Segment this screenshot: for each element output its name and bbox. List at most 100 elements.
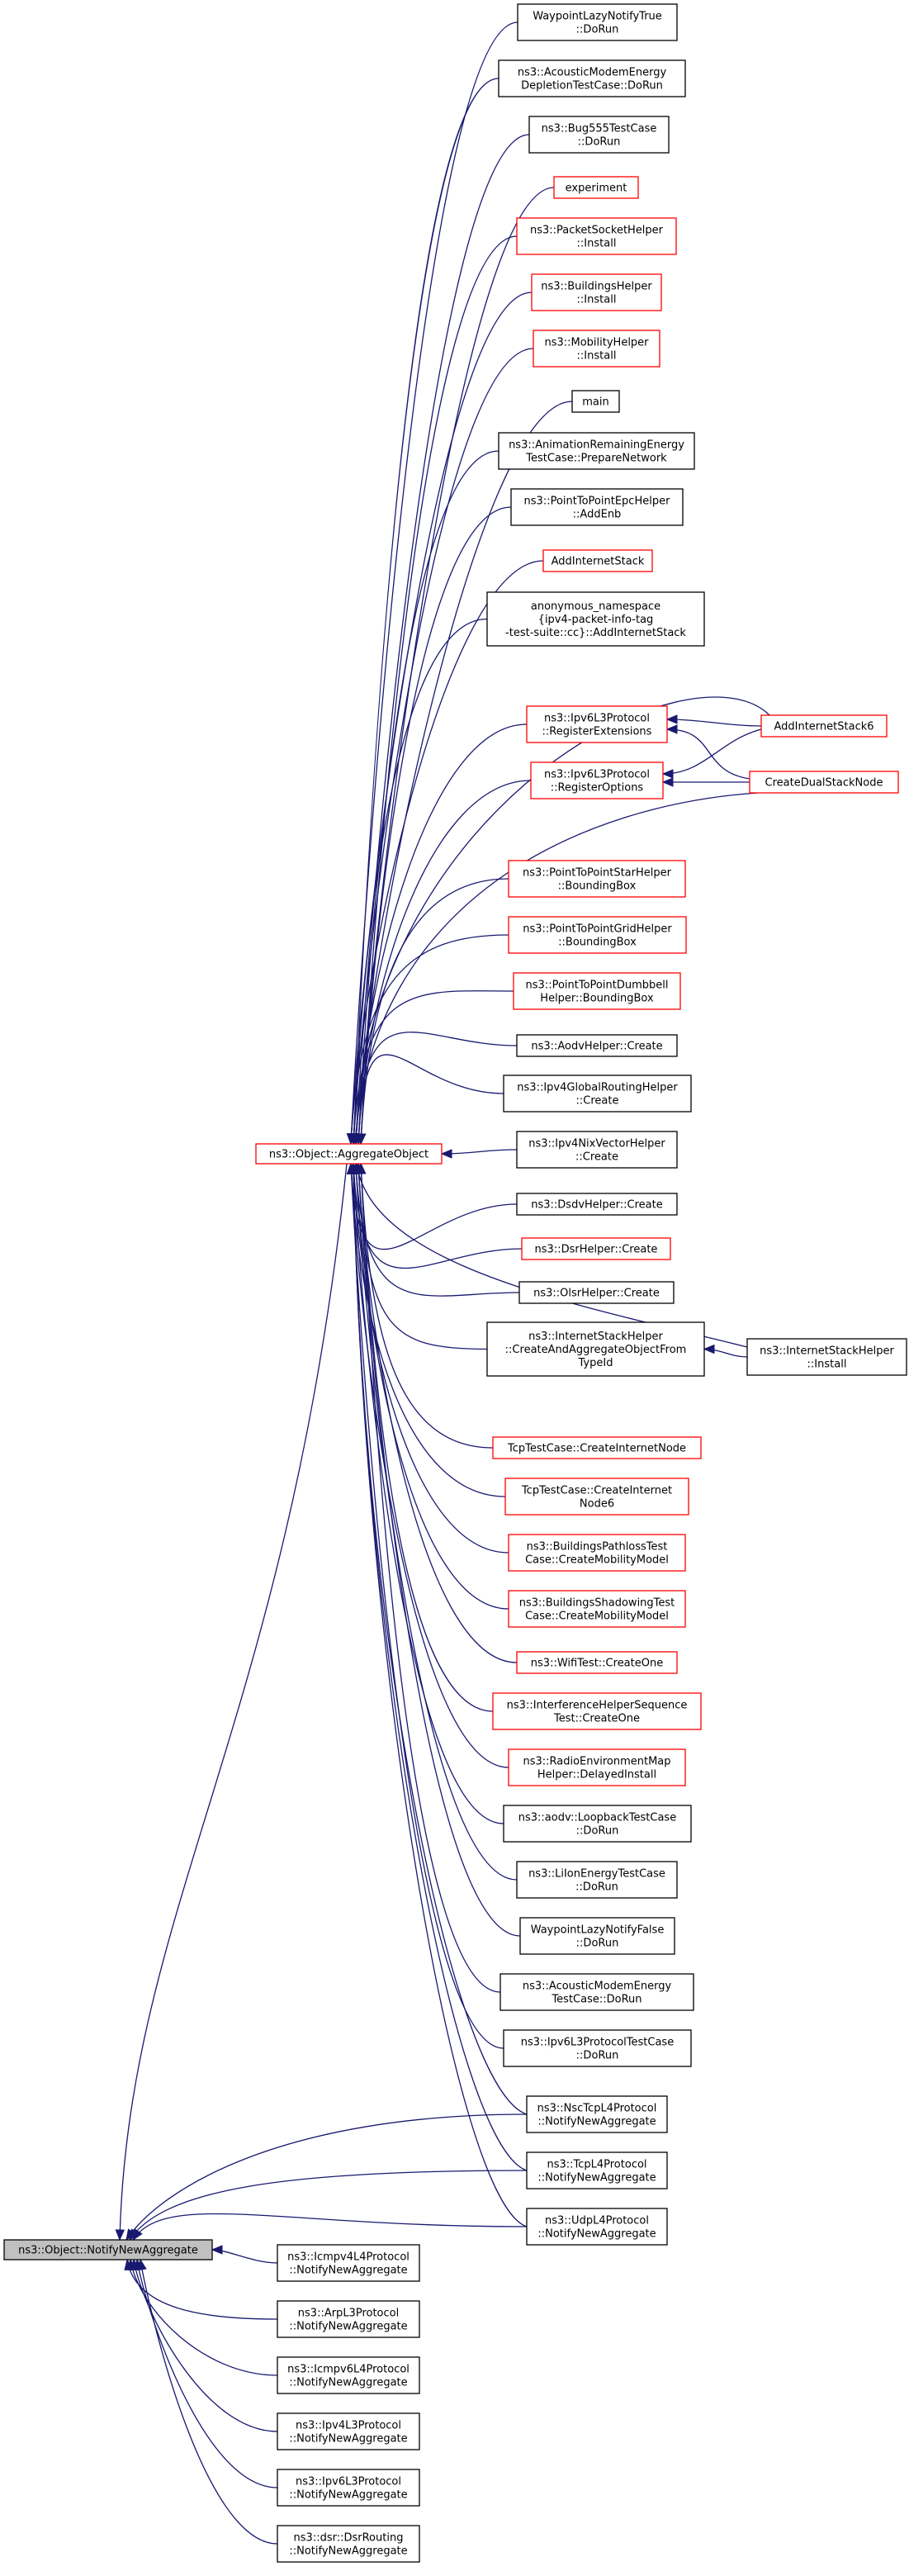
- node-p2pEpc[interactable]: ns3::PointToPointEpcHelper::AddEnb: [510, 488, 684, 526]
- node-mobility[interactable]: ns3::MobilityHelper::Install: [533, 330, 660, 368]
- node-label: ns3::OlsrHelper::Create: [533, 1288, 660, 1300]
- node-buildings[interactable]: ns3::BuildingsHelper::Install: [531, 273, 662, 311]
- node-label: ::DoRun: [576, 1825, 619, 1838]
- node-dsdv[interactable]: ns3::DsdvHelper::Create: [516, 1193, 678, 1216]
- node-icmpv6[interactable]: ns3::Icmpv6L4Protocol::NotifyNewAggregat…: [277, 2356, 420, 2394]
- node-label: AddInternetStack6: [774, 721, 873, 733]
- node-arpL3[interactable]: ns3::ArpL3Protocol::NotifyNewAggregate: [277, 2300, 420, 2338]
- node-ipv6L3[interactable]: ns3::Ipv6L3Protocol::NotifyNewAggregate: [277, 2469, 420, 2507]
- node-label: ns3::Ipv6L3Protocol: [544, 769, 650, 781]
- node-box: [486, 1321, 705, 1377]
- node-aodv[interactable]: ns3::AodvHelper::Create: [516, 1034, 678, 1057]
- edge-icmpv4-to-root-arrowhead: [211, 2245, 223, 2255]
- node-box: [255, 1143, 443, 1165]
- edge-createDual-to-regExt-arrowhead: [665, 724, 678, 734]
- node-p2pStar[interactable]: ns3::PointToPointStarHelper::BoundingBox: [508, 860, 686, 898]
- node-regExt[interactable]: ns3::Ipv6L3Protocol::RegisterExtensions: [526, 705, 668, 743]
- node-label: ::RegisterOptions: [551, 782, 644, 795]
- node-box: [510, 488, 684, 526]
- node-label: DepletionTestCase::DoRun: [521, 80, 663, 93]
- edge-dsrRouting-to-root: [140, 2259, 278, 2545]
- node-animation[interactable]: ns3::AnimationRemainingEnergyTestCase::P…: [498, 432, 695, 470]
- node-interference[interactable]: ns3::InterferenceHelperSequenceTest::Cre…: [492, 1692, 702, 1730]
- node-tcpL4[interactable]: ns3::TcpL4Protocol::NotifyNewAggregate: [526, 2151, 668, 2189]
- node-radioEnv[interactable]: ns3::RadioEnvironmentMapHelper::DelayedI…: [508, 1748, 686, 1786]
- node-waypointFalse[interactable]: WaypointLazyNotifyFalse::DoRun: [519, 1917, 675, 1955]
- node-label: ns3::InterferenceHelperSequence: [507, 1700, 688, 1712]
- node-box: [277, 2412, 420, 2450]
- edge-addInternetStack6-to-regOpt-arrowhead: [661, 769, 674, 779]
- node-waypointTrue[interactable]: WaypointLazyNotifyTrue::DoRun: [517, 3, 678, 41]
- node-p2pDumbbell[interactable]: ns3::PointToPointDumbbellHelper::Boundin…: [513, 972, 681, 1010]
- node-bug555[interactable]: ns3::Bug555TestCase::DoRun: [528, 116, 670, 154]
- node-p2pGrid[interactable]: ns3::PointToPointGridHelper::BoundingBox: [508, 916, 687, 954]
- node-ipv4L3[interactable]: ns3::Ipv4L3Protocol::NotifyNewAggregate: [277, 2412, 420, 2450]
- node-createDual[interactable]: CreateDualStackNode: [749, 771, 899, 794]
- edge-hub-to-root: [119, 1163, 348, 2241]
- edge-ipv6L3-to-root: [136, 2259, 278, 2488]
- edge-ishInstall-to-createAgg-arrowhead: [703, 1344, 715, 1354]
- node-ipv4Nix[interactable]: ns3::Ipv4NixVectorHelper::Create: [516, 1131, 678, 1169]
- node-ishInstall[interactable]: ns3::InternetStackHelper::Install: [746, 1338, 907, 1376]
- node-box: [528, 116, 670, 154]
- node-ipv6Test[interactable]: ns3::Ipv6L3ProtocolTestCase::DoRun: [503, 2029, 692, 2067]
- node-box: [760, 714, 888, 738]
- node-liIon[interactable]: ns3::LiIonEnergyTestCase::DoRun: [516, 1861, 678, 1899]
- edge-waypointFalse-to-hub: [357, 1163, 521, 1937]
- node-label: ns3::AcousticModemEnergy: [518, 67, 667, 79]
- node-box: [503, 1075, 692, 1112]
- node-label: ns3::RadioEnvironmentMap: [523, 1756, 670, 1768]
- edge-waypointTrue-to-hub: [350, 21, 518, 1145]
- node-hub[interactable]: ns3::Object::AggregateObject: [255, 1143, 443, 1165]
- node-label: ::Install: [577, 294, 617, 306]
- node-box: [518, 1281, 675, 1304]
- node-label: ns3::Bug555TestCase: [542, 123, 657, 135]
- node-label: ::NotifyNewAggregate: [289, 2321, 407, 2333]
- edge-bldShadow-to-hub: [355, 1163, 509, 1610]
- node-label: {ipv4-packet-info-tag: [538, 614, 654, 626]
- node-createAgg[interactable]: ns3::InternetStackHelper::CreateAndAggre…: [486, 1321, 705, 1377]
- node-bldShadow[interactable]: ns3::BuildingsShadowingTestCase::CreateM…: [508, 1590, 686, 1628]
- node-label: WaypointLazyNotifyTrue: [533, 11, 662, 23]
- node-dsrRouting[interactable]: ns3::dsr::DsrRouting::NotifyNewAggregate: [277, 2525, 420, 2563]
- node-bldPathloss[interactable]: ns3::BuildingsPathlossTestCase::CreateMo…: [508, 1534, 686, 1572]
- node-wifiTest[interactable]: ns3::WifiTest::CreateOne: [516, 1651, 678, 1674]
- node-box: [571, 390, 620, 413]
- node-label: ns3::TcpL4Protocol: [547, 2159, 646, 2171]
- node-olsr[interactable]: ns3::OlsrHelper::Create: [518, 1281, 675, 1304]
- edge-p2pGrid-to-hub: [350, 934, 509, 1145]
- node-box: [277, 2244, 420, 2282]
- node-label: ::NotifyNewAggregate: [289, 2433, 407, 2446]
- node-label: ns3::DsdvHelper::Create: [531, 1199, 662, 1212]
- node-addInternetStack[interactable]: AddInternetStack: [542, 549, 653, 572]
- node-label: ns3::LiIonEnergyTestCase: [528, 1868, 665, 1881]
- node-main[interactable]: main: [571, 390, 620, 413]
- node-regOpt[interactable]: ns3::Ipv6L3Protocol::RegisterOptions: [530, 761, 664, 799]
- node-nscTcp[interactable]: ns3::NscTcpL4Protocol::NotifyNewAggregat…: [526, 2095, 668, 2133]
- node-box: [516, 1861, 678, 1899]
- node-root[interactable]: ns3::Object::NotifyNewAggregate: [3, 2239, 213, 2261]
- edge-radioEnv-to-hub: [350, 1163, 509, 1768]
- node-box: [553, 176, 639, 199]
- node-label: ns3::DsrHelper::Create: [535, 1244, 658, 1256]
- node-ipv4Global[interactable]: ns3::Ipv4GlobalRoutingHelper::Create: [503, 1075, 692, 1112]
- node-label: -test-suite::cc}::AddInternetStack: [505, 627, 686, 639]
- node-dsr[interactable]: ns3::DsrHelper::Create: [521, 1237, 671, 1260]
- node-label: TestCase::DoRun: [551, 1994, 642, 2006]
- node-aodvLoopback[interactable]: ns3::aodv::LoopbackTestCase::DoRun: [503, 1805, 692, 1843]
- node-udpL4[interactable]: ns3::UdpL4Protocol::NotifyNewAggregate: [526, 2208, 668, 2246]
- node-box: [486, 591, 705, 647]
- node-tcpNode[interactable]: TcpTestCase::CreateInternetNode: [492, 1436, 702, 1459]
- node-label: ns3::Ipv4NixVectorHelper: [528, 1138, 665, 1150]
- node-label: ns3::BuildingsPathlossTest: [527, 1541, 668, 1554]
- node-anonNs[interactable]: anonymous_namespace{ipv4-packet-info-tag…: [486, 591, 705, 647]
- node-icmpv4[interactable]: ns3::Icmpv4L4Protocol::NotifyNewAggregat…: [277, 2244, 420, 2282]
- node-box: [498, 59, 686, 97]
- node-addInternetStack6[interactable]: AddInternetStack6: [760, 714, 888, 738]
- node-acousticDepletion[interactable]: ns3::AcousticModemEnergyDepletionTestCas…: [498, 59, 686, 97]
- node-experiment[interactable]: experiment: [553, 176, 639, 199]
- edge-createDual-to-regOpt-arrowhead: [661, 777, 674, 787]
- node-packetSocket[interactable]: ns3::PacketSocketHelper::Install: [516, 217, 677, 255]
